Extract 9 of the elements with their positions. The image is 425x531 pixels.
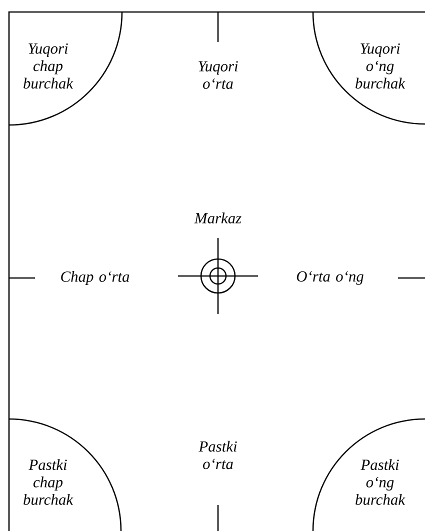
area-label: Markaz [194, 212, 242, 224]
corner-zone: Pastki o‘ng burchak [312, 418, 425, 531]
area-label: Chap o‘rta [61, 271, 130, 285]
area-label: Pastki o‘rta [198, 440, 237, 470]
corner-zone: Yuqori o‘ng burchak [312, 12, 425, 125]
area-label: Yuqori o‘rta [198, 61, 238, 89]
corner-zone: Yuqori chap burchak [8, 12, 123, 126]
area-label: O‘rta o‘ng [296, 271, 364, 285]
corner-zone: Pastki chap burchak [8, 418, 122, 531]
